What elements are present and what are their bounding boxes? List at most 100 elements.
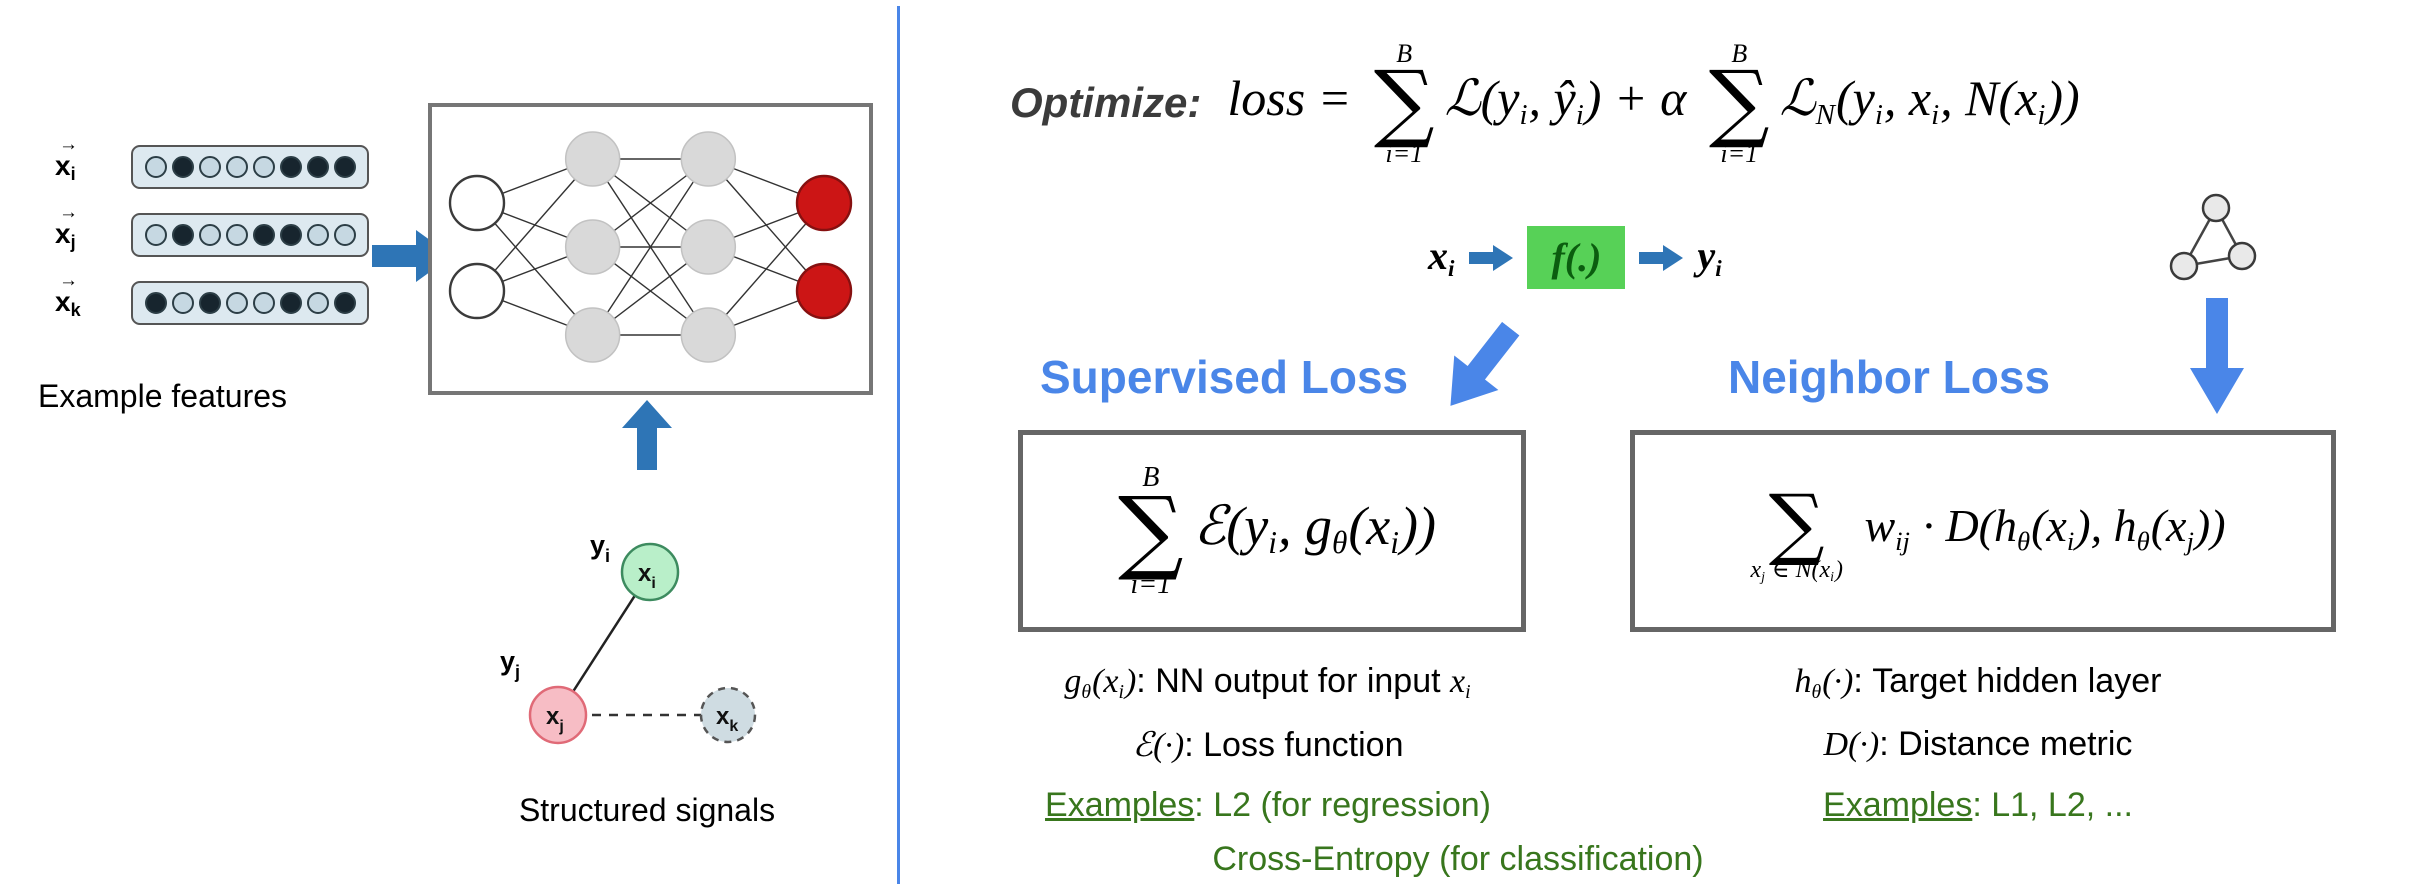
feature-dot xyxy=(198,156,221,178)
feature-dot xyxy=(225,292,248,314)
node-xj xyxy=(528,685,588,745)
feature-vector-row: →xi xyxy=(55,133,369,189)
feature-dot xyxy=(306,224,329,246)
neighbor-loss-box: ∑xj ∈ N(xi) wij · D(hθ(xi), hθ(xj)) xyxy=(1630,430,2336,632)
supervised-arrow-icon xyxy=(1450,321,1520,406)
neighbor-graph-icon xyxy=(2169,193,2257,281)
nn-connection xyxy=(476,158,594,292)
feature-dot xyxy=(144,224,167,246)
definition-line: hθ(·): Target hidden layer xyxy=(1794,662,2162,704)
nn-connection xyxy=(592,158,709,336)
sum-operator: B∑i=1 xyxy=(1373,39,1435,168)
node-xk-label: xk xyxy=(716,703,738,735)
nn-input-node xyxy=(448,262,506,320)
feature-vector xyxy=(131,213,369,257)
feature-dot xyxy=(252,224,275,246)
definition-line: ℰ(·): Loss function xyxy=(1132,726,1404,765)
supervised-examples-line1: Examples: L2 (for regression) xyxy=(948,786,1588,825)
node-xj-label: xj xyxy=(546,703,564,735)
signals-to-nn-arrow-icon xyxy=(622,400,672,470)
model-function-label: f(.) xyxy=(1551,235,1602,280)
supervised-examples-line2: Cross-Entropy (for classification) xyxy=(1212,840,1704,878)
structured-signals-graph: xi xj xk yi yj xyxy=(500,530,757,745)
feature-dot xyxy=(144,292,167,314)
feature-dot xyxy=(333,224,356,246)
neighbor-arrow-icon xyxy=(2190,298,2244,414)
pipeline-output: yi xyxy=(1697,232,1722,283)
feature-dot xyxy=(279,224,302,246)
feature-dot xyxy=(279,156,302,178)
label-yi: yi xyxy=(590,530,610,566)
feature-dot xyxy=(279,292,302,314)
node-xi-label: xi xyxy=(638,560,656,592)
feature-vector-label: →xi xyxy=(55,133,78,184)
vector-arrow-icon: → xyxy=(59,133,78,155)
neural-network-box xyxy=(428,103,873,395)
feature-dot xyxy=(306,156,329,178)
feature-vector-row: →xk xyxy=(55,269,369,325)
pipeline-arrow-icon xyxy=(1639,244,1684,271)
feature-dot xyxy=(171,156,194,178)
vector-arrow-icon: → xyxy=(59,201,78,223)
supervised-loss-heading: Supervised Loss xyxy=(1040,351,1409,403)
feature-dot xyxy=(144,156,167,178)
nn-connection xyxy=(707,202,825,336)
feature-vector-row: →xj xyxy=(55,201,369,257)
pipeline-input: xi xyxy=(1428,232,1455,283)
nn-hidden-node xyxy=(564,307,621,363)
node-xi xyxy=(620,542,680,602)
neighbor-definitions: hθ(·): Target hidden layer D(·): Distanc… xyxy=(1658,662,2298,785)
nn-hidden-node xyxy=(680,219,737,275)
feature-dot xyxy=(333,156,356,178)
feature-vector-label: →xj xyxy=(55,201,78,252)
structured-signals-caption: Structured signals xyxy=(518,792,776,828)
feature-dot xyxy=(198,224,221,246)
sum-operator: B∑i=1 xyxy=(1708,39,1770,168)
feature-dot xyxy=(252,156,275,178)
sum-operator: B∑i=1 xyxy=(1118,461,1184,600)
nn-hidden-node xyxy=(564,131,621,187)
neighbor-loss-heading: Neighbor Loss xyxy=(1728,351,2051,403)
feature-vector-label: →xk xyxy=(55,269,81,320)
supervised-definitions: gθ(xi): NN output for input xi ℰ(·): Los… xyxy=(948,662,1588,786)
definition-line: gθ(xi): NN output for input xi xyxy=(1064,662,1471,704)
section-divider xyxy=(897,6,900,884)
nn-hidden-node xyxy=(564,219,621,275)
feature-dot xyxy=(225,224,248,246)
examples-text: : L2 (for regression) xyxy=(1194,786,1491,824)
node-xk xyxy=(699,686,757,744)
label-yj: yj xyxy=(500,646,520,682)
examples-label: Examples xyxy=(1045,786,1195,824)
feature-dot xyxy=(333,292,356,314)
feature-vector xyxy=(131,145,369,189)
pipeline-arrow-icon xyxy=(1469,244,1514,271)
feature-dot xyxy=(306,292,329,314)
feature-rows: →xi →xj →xk xyxy=(55,133,369,325)
feature-dot xyxy=(225,156,248,178)
feature-dot xyxy=(171,224,194,246)
neighbor-loss-formula: ∑xj ∈ N(xi) wij · D(hθ(xi), hθ(xj)) xyxy=(1750,478,2226,586)
model-pipeline: xi f(.) yi xyxy=(1428,226,1723,289)
feature-dot xyxy=(198,292,221,314)
nn-input-node xyxy=(448,174,506,232)
feature-vector xyxy=(131,281,369,325)
examples-label: Examples xyxy=(1823,786,1973,824)
examples-text: : L1, L2, ... xyxy=(1972,786,2133,824)
neural-network-diagram xyxy=(448,131,853,363)
example-features-caption: Example features xyxy=(38,378,288,414)
definition-line: D(·): Distance metric xyxy=(1823,725,2133,764)
vector-arrow-icon: → xyxy=(59,269,78,291)
nn-hidden-node xyxy=(680,307,737,363)
feature-dot xyxy=(171,292,194,314)
neighbor-examples-line1: Examples: L1, L2, ... xyxy=(1658,786,2298,825)
sum-operator: ∑xj ∈ N(xi) xyxy=(1750,478,1843,586)
nn-output-node xyxy=(795,174,853,232)
optimize-label: Optimize: xyxy=(1010,79,1202,127)
feature-dot xyxy=(252,292,275,314)
model-function-box: f(.) xyxy=(1527,226,1626,289)
